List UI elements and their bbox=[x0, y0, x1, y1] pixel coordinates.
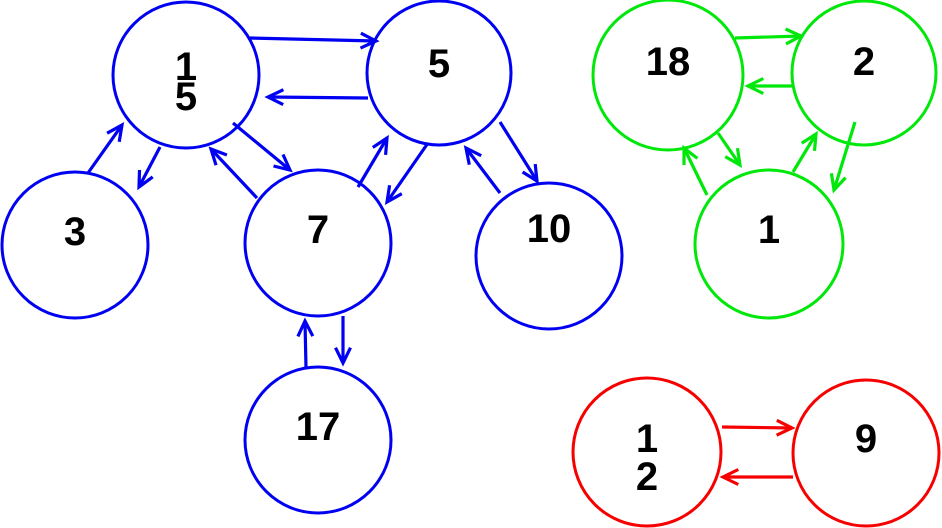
arrowhead bbox=[137, 169, 154, 191]
edge-15-7 bbox=[231, 121, 293, 173]
arrowhead bbox=[208, 146, 228, 166]
edge-17-7 bbox=[296, 317, 315, 369]
edge-3-15 bbox=[86, 122, 125, 174]
arrowhead bbox=[371, 134, 389, 156]
edge-5-7 bbox=[384, 142, 430, 206]
edge-line bbox=[231, 121, 292, 172]
arrowhead bbox=[800, 130, 818, 152]
graph-node-10 bbox=[474, 181, 624, 331]
graph-node-7 bbox=[243, 168, 393, 318]
arrowhead bbox=[744, 77, 765, 95]
edge-line bbox=[716, 132, 742, 166]
arrowhead bbox=[264, 88, 285, 107]
node-label-3: 3 bbox=[64, 210, 86, 254]
arrowhead bbox=[273, 153, 293, 173]
edge-line bbox=[209, 147, 259, 200]
arrowhead bbox=[784, 27, 805, 46]
edge-1-2 bbox=[791, 130, 818, 173]
graph-node-2 bbox=[790, 0, 938, 147]
node-label-1: 1 bbox=[758, 208, 780, 252]
graph-node-17 bbox=[243, 365, 393, 515]
graph-node-3 bbox=[0, 170, 150, 320]
edge-7-5 bbox=[356, 134, 389, 188]
edge-line bbox=[791, 133, 818, 173]
arrowhead bbox=[463, 145, 482, 166]
edge-7-17 bbox=[334, 316, 352, 367]
graph-node-9 bbox=[791, 378, 941, 528]
node-label-9: 9 bbox=[855, 417, 877, 461]
edge-7-15 bbox=[208, 146, 259, 200]
edge-line bbox=[734, 34, 802, 40]
graph-node-1 bbox=[693, 168, 845, 320]
edge-15-3 bbox=[137, 146, 162, 191]
edge-line bbox=[464, 147, 502, 194]
edge-line bbox=[249, 36, 377, 43]
arrowhead bbox=[724, 147, 743, 169]
node-label-10: 10 bbox=[527, 207, 572, 251]
node-label-2: 2 bbox=[853, 40, 875, 84]
edge-line bbox=[267, 95, 369, 100]
arrowhead bbox=[296, 317, 315, 338]
edge-line bbox=[356, 137, 389, 188]
edge-5-15 bbox=[264, 88, 369, 107]
edge-1-18 bbox=[682, 144, 709, 196]
node-label-18: 18 bbox=[646, 40, 691, 84]
graph-node-18 bbox=[591, 0, 745, 152]
arrowhead bbox=[829, 172, 847, 194]
graph-node-12 bbox=[571, 376, 723, 528]
arrowhead bbox=[682, 144, 699, 165]
arrowhead bbox=[106, 122, 125, 143]
node-label-17: 17 bbox=[296, 405, 341, 449]
edge-line bbox=[682, 147, 709, 196]
edge-line bbox=[86, 124, 124, 174]
arrowhead bbox=[719, 468, 740, 486]
graph-node-15 bbox=[111, 0, 261, 150]
arrowhead bbox=[775, 418, 796, 437]
graph-node-5 bbox=[365, 0, 513, 147]
edge-line bbox=[498, 121, 539, 182]
edge-18-2 bbox=[734, 27, 805, 46]
arrowhead bbox=[521, 163, 539, 185]
edge-5-10 bbox=[498, 121, 539, 185]
edge-9-12 bbox=[719, 468, 793, 486]
arrowhead bbox=[359, 31, 380, 50]
node-label-5: 5 bbox=[428, 42, 450, 86]
edge-18-1 bbox=[716, 132, 743, 169]
edge-2-18 bbox=[744, 77, 793, 95]
edge-2-1 bbox=[829, 121, 857, 194]
arrowhead bbox=[384, 184, 403, 206]
edge-15-5 bbox=[249, 31, 380, 50]
edge-12-9 bbox=[721, 418, 796, 437]
edge-line bbox=[721, 425, 793, 430]
edge-10-5 bbox=[463, 145, 502, 194]
edge-line bbox=[385, 142, 430, 203]
arrowhead bbox=[334, 346, 352, 367]
edge-line bbox=[303, 320, 308, 369]
edge-line bbox=[832, 121, 857, 191]
edge-line bbox=[137, 146, 162, 188]
node-label-7: 7 bbox=[307, 208, 329, 252]
